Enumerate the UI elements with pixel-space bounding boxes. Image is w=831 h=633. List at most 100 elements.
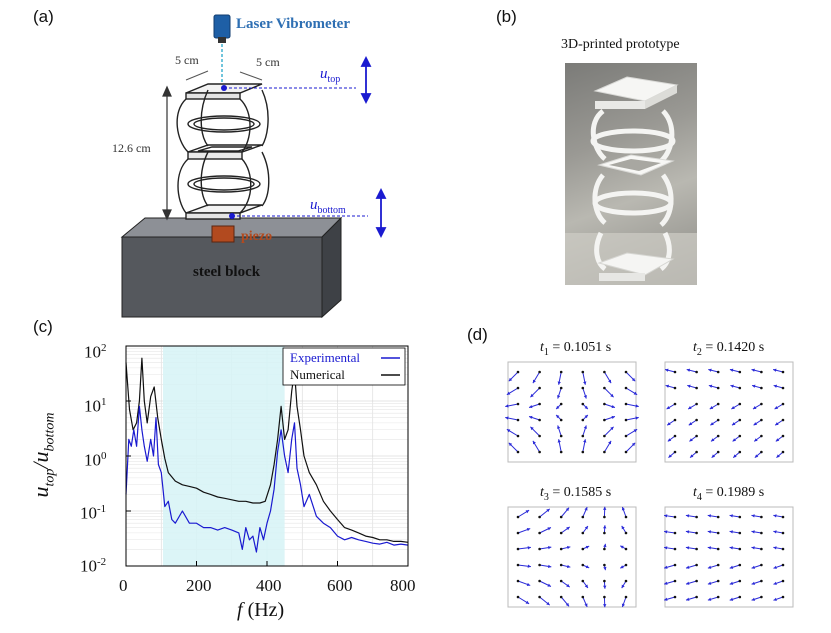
field-arrow-head bbox=[584, 414, 588, 419]
field-arrow-head bbox=[666, 406, 671, 410]
field-node bbox=[538, 515, 541, 519]
chart-series bbox=[125, 357, 409, 553]
field-node bbox=[716, 579, 720, 583]
field-node bbox=[516, 531, 520, 535]
field-node bbox=[716, 450, 720, 454]
field-node bbox=[673, 531, 677, 535]
field-arrow-head bbox=[710, 422, 714, 426]
field-arrow-head bbox=[665, 384, 670, 388]
field-arrow-head bbox=[751, 597, 756, 601]
series-numerical-line bbox=[125, 357, 409, 543]
field-node bbox=[738, 434, 742, 438]
field-node bbox=[716, 418, 720, 422]
field-arrow-head bbox=[664, 514, 668, 518]
chart-legend: Experimental Numerical bbox=[282, 347, 406, 386]
field-node bbox=[716, 563, 720, 567]
field-node bbox=[624, 595, 628, 599]
field-node bbox=[624, 515, 628, 519]
field-node bbox=[559, 595, 563, 599]
field-arrow-head bbox=[583, 439, 587, 443]
field-frame-border bbox=[507, 506, 637, 608]
field-arrow-head bbox=[633, 429, 638, 433]
u-top-label: utop bbox=[320, 66, 341, 85]
field-arrow-head bbox=[664, 565, 668, 569]
field-node bbox=[603, 547, 606, 551]
field-arrow-head bbox=[689, 438, 693, 442]
field-arrow-head bbox=[565, 602, 570, 607]
field-arrow-head bbox=[707, 514, 712, 518]
field-arrow-head bbox=[773, 546, 777, 550]
field-node bbox=[695, 515, 698, 519]
field-node bbox=[716, 370, 720, 374]
field-arrow-head bbox=[668, 454, 672, 458]
field-node bbox=[781, 547, 785, 551]
field-node bbox=[581, 515, 585, 519]
field-node bbox=[559, 418, 563, 422]
field-node bbox=[716, 547, 720, 551]
field-node bbox=[781, 595, 785, 599]
prototype-photo-art bbox=[565, 76, 697, 285]
field-node bbox=[760, 418, 763, 422]
field-arrow-head bbox=[729, 368, 734, 372]
field-node bbox=[673, 386, 677, 390]
width-dim-arrows bbox=[185, 70, 263, 81]
height-dim-label: 12.6 cm bbox=[112, 141, 151, 155]
field-arrow-head bbox=[751, 546, 755, 550]
field-arrow-head bbox=[773, 565, 777, 569]
field-arrow-head bbox=[707, 597, 712, 601]
field-frame-border bbox=[664, 361, 794, 463]
field-arrow-head bbox=[584, 526, 588, 530]
field-arrow-head bbox=[685, 530, 690, 534]
field-node bbox=[673, 515, 677, 519]
field-node bbox=[538, 563, 541, 567]
dim-left-label: 5 cm bbox=[175, 53, 199, 67]
field-arrow-head bbox=[526, 582, 531, 586]
field-node bbox=[738, 450, 742, 454]
field-arrow-head bbox=[525, 510, 530, 514]
field-arrow-head bbox=[530, 393, 534, 398]
field-arrow-head bbox=[621, 525, 625, 530]
field-node bbox=[738, 386, 742, 390]
field-node bbox=[581, 547, 585, 551]
xtick-label-600: 600 bbox=[327, 576, 353, 595]
field-arrow-head bbox=[631, 442, 636, 447]
field-arrow-head bbox=[751, 368, 755, 372]
field-arrow-head bbox=[603, 604, 607, 608]
field-node bbox=[581, 579, 585, 583]
field-node bbox=[603, 418, 606, 422]
legend-experimental-label: Experimental bbox=[290, 350, 360, 365]
field-arrow-head bbox=[583, 395, 587, 399]
field-node bbox=[538, 450, 541, 454]
field-node bbox=[581, 434, 585, 438]
field-arrow-head bbox=[664, 597, 668, 601]
field-arrow-head bbox=[707, 581, 712, 585]
field-arrow-head bbox=[565, 507, 570, 512]
field-node bbox=[559, 579, 563, 583]
field-arrow-head bbox=[547, 527, 551, 531]
field-frame-1 bbox=[505, 361, 639, 463]
field-arrow-head bbox=[506, 429, 511, 433]
field-arrow-head bbox=[603, 525, 607, 529]
field-node bbox=[624, 450, 628, 454]
field-node bbox=[516, 370, 520, 374]
ytick-label-1e-1: 10-1 bbox=[80, 503, 107, 523]
bottom-displacement-arrow bbox=[375, 187, 387, 239]
field-node bbox=[559, 563, 563, 567]
field-node bbox=[738, 595, 742, 599]
xtick-label-400: 400 bbox=[256, 576, 282, 595]
field-node bbox=[738, 547, 742, 551]
field-node bbox=[760, 547, 763, 551]
field-arrow-head bbox=[686, 565, 690, 569]
field-node bbox=[781, 531, 785, 535]
field-arrow-head bbox=[731, 422, 736, 426]
field-arrow-head bbox=[775, 422, 779, 426]
field-arrow-head bbox=[505, 416, 509, 420]
steel-block-front bbox=[121, 236, 323, 318]
field-node bbox=[738, 418, 742, 422]
field-node bbox=[673, 547, 677, 551]
field-arrow-head bbox=[667, 422, 671, 426]
field-node bbox=[673, 595, 677, 599]
